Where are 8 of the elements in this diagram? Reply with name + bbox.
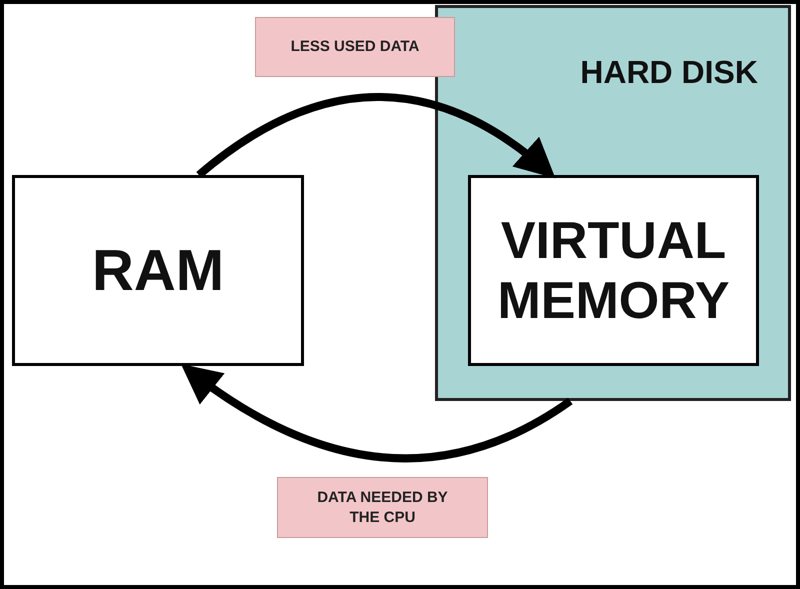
- hard-disk-panel: [435, 5, 791, 401]
- curved-arrow: [196, 93, 556, 178]
- heading-text: HARD DISK: [580, 53, 758, 92]
- virtual-memory-box: VIRTUAL MEMORY: [468, 175, 759, 366]
- label-box: DATA NEEDED BY THE CPU: [277, 477, 488, 538]
- ram-box: RAM: [12, 175, 304, 366]
- curved-arrow: [180, 364, 572, 462]
- label-box: LESS USED DATA: [255, 17, 455, 77]
